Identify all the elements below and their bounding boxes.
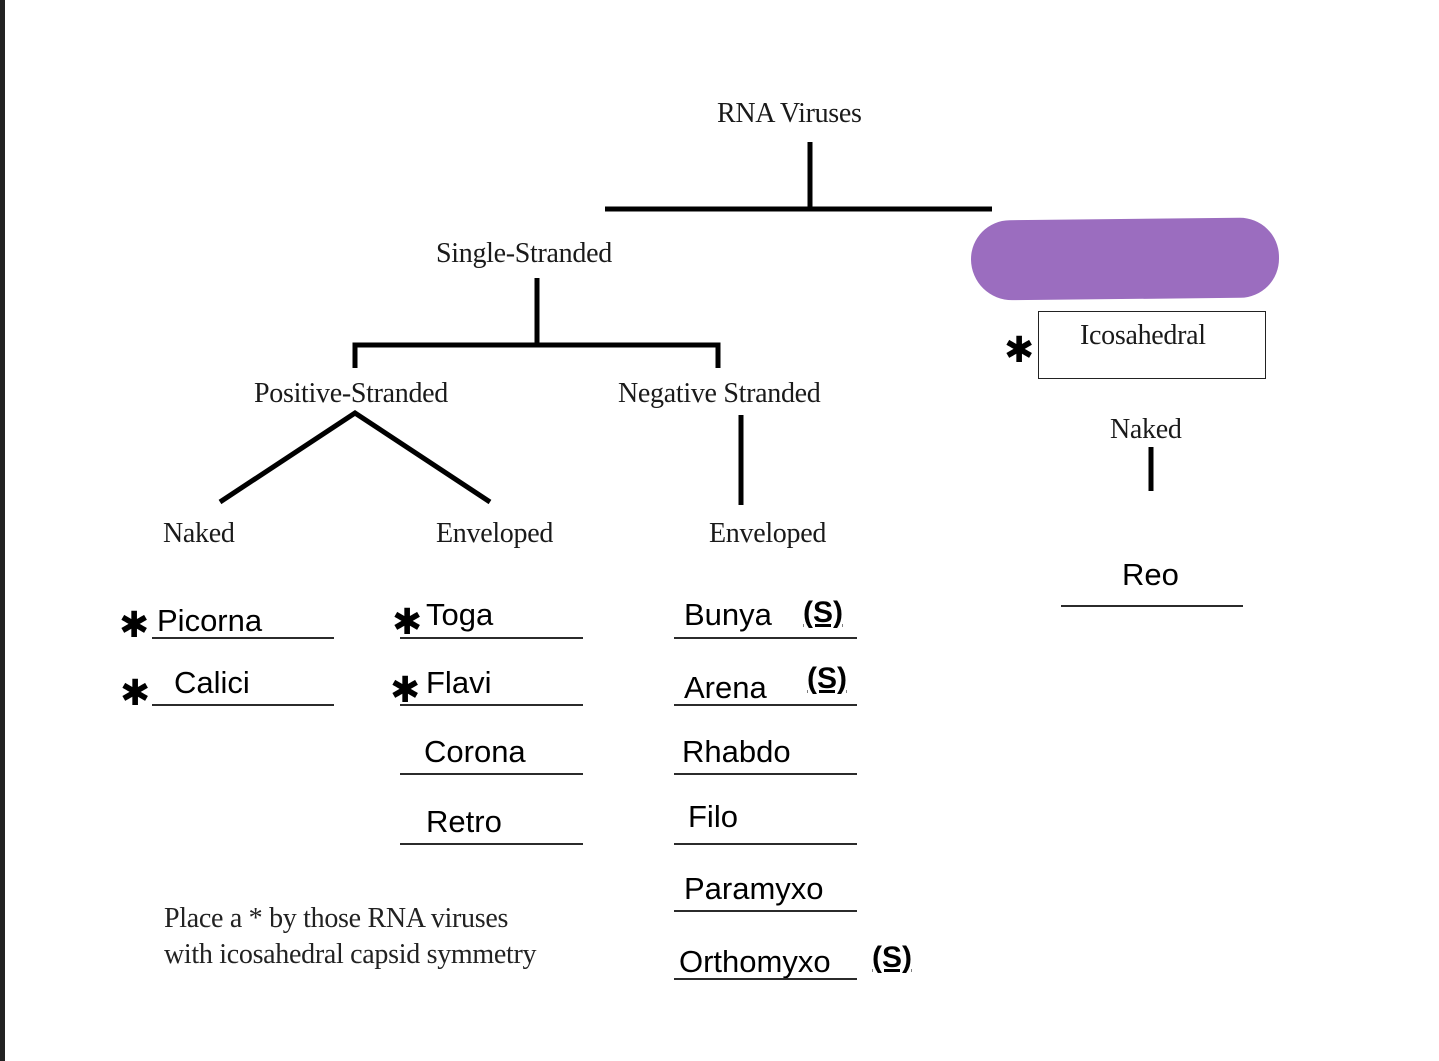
answer-blank: [1061, 605, 1243, 607]
star-icon: ✱: [120, 673, 151, 714]
node-positive-naked: Naked: [163, 518, 235, 549]
node-positive-stranded: Positive-Stranded: [254, 378, 448, 409]
answer-blank: [674, 773, 857, 775]
virus-toga: Toga: [426, 597, 494, 632]
single-stranded-bracket: [352, 342, 721, 368]
node-ds-naked: Naked: [1110, 414, 1182, 445]
virus-orthomyxo: Orthomyxo: [679, 944, 831, 979]
answer-blank: [152, 637, 334, 639]
virus-reo: Reo: [1122, 557, 1179, 592]
virus-paramyxo: Paramyxo: [684, 871, 824, 906]
window-edge: [0, 0, 5, 1061]
segmented-marker: (S): [872, 941, 912, 974]
answer-blank: [400, 637, 583, 639]
node-icosahedral: Icosahedral: [1080, 320, 1206, 351]
virus-filo: Filo: [688, 799, 738, 834]
answer-blank: [400, 843, 583, 845]
virus-retro: Retro: [426, 804, 502, 839]
virus-corona: Corona: [424, 734, 526, 769]
virus-bunya: Bunya: [684, 597, 772, 632]
node-negative-stranded: Negative Stranded: [618, 378, 821, 409]
node-single-stranded: Single-Stranded: [436, 238, 612, 269]
answer-blank: [674, 843, 857, 845]
star-icon: ✱: [1004, 330, 1035, 371]
star-icon: ✱: [392, 602, 423, 643]
answer-blank: [674, 637, 857, 639]
instruction-line-2: with icosahedral capsid symmetry: [164, 939, 537, 970]
redaction-highlight: [970, 217, 1280, 301]
answer-blank: [400, 773, 583, 775]
virus-rhabdo: Rhabdo: [682, 734, 791, 769]
segmented-marker: (S): [803, 596, 843, 629]
answer-blank: [400, 704, 583, 706]
answer-blank: [674, 978, 857, 980]
instruction-line-1: Place a * by those RNA viruses: [164, 903, 509, 934]
node-rna-viruses: RNA Viruses: [717, 98, 862, 129]
node-negative-enveloped: Enveloped: [709, 518, 827, 549]
virus-calici: Calici: [174, 665, 250, 700]
icosahedral-box: [1038, 311, 1266, 379]
star-icon: ✱: [119, 605, 150, 646]
positive-fork: [218, 410, 492, 505]
star-icon: ✱: [390, 670, 421, 711]
virus-flavi: Flavi: [426, 665, 492, 700]
segmented-marker: (S): [807, 662, 847, 695]
answer-blank: [152, 704, 334, 706]
virus-picorna: Picorna: [157, 603, 263, 638]
node-positive-enveloped: Enveloped: [436, 518, 554, 549]
answer-blank: [674, 910, 857, 912]
virus-arena: Arena: [684, 670, 767, 705]
answer-blank: [674, 704, 857, 706]
